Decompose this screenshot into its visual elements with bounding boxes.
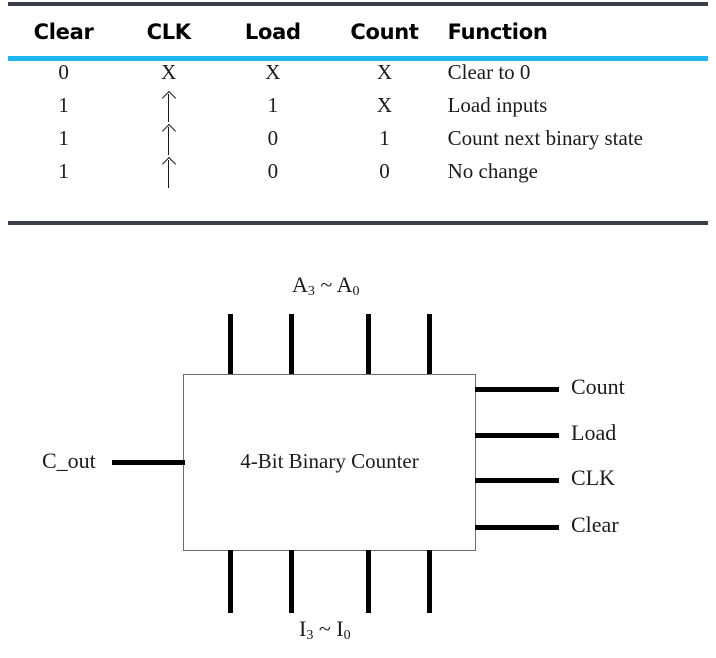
column-header-load: Load [244, 20, 301, 44]
top-pin-2 [289, 314, 294, 375]
right-label-clear: Clear [571, 512, 619, 537]
cell-function: Load inputs [447, 93, 548, 117]
right-label-count: Count [571, 374, 625, 399]
cell-function: No change [447, 159, 538, 183]
block-diagram: A3 ~ A0 4-Bit Binary Counter C_out Count… [0, 230, 716, 658]
cell-load: 1 [267, 93, 279, 117]
cell-clear: 0 [58, 60, 69, 84]
right-pin-clk [475, 478, 559, 483]
table-row: 0 X X X Clear to 0 [8, 56, 708, 89]
bottom-bus-sub-lo: 0 [343, 628, 351, 643]
bottom-bus-letter-hi: I [299, 616, 307, 641]
cell-clk: X [161, 60, 177, 84]
right-pin-count [475, 387, 559, 392]
top-pin-4 [427, 314, 432, 375]
column-header-count: Count [350, 20, 419, 44]
bottom-pin-4 [427, 550, 432, 613]
top-pin-1 [228, 314, 233, 375]
top-bus-letter-hi: A [292, 272, 308, 297]
table-top-rule [8, 2, 708, 6]
tilde-bottom: ~ [318, 616, 331, 641]
cell-load: X [265, 60, 281, 84]
right-label-load: Load [571, 420, 617, 445]
bottom-bus-letter-lo: I [336, 616, 344, 641]
cell-load: 0 [267, 159, 279, 183]
c-out-label: C_out [42, 448, 96, 473]
cell-function: Count next binary state [447, 126, 643, 150]
rising-edge-arrow-icon [163, 91, 175, 122]
right-pin-load [475, 433, 559, 438]
cell-clear: 1 [58, 126, 69, 150]
cell-load: 0 [267, 126, 279, 150]
cell-clear: 1 [58, 159, 69, 183]
cell-clk-rising-edge [119, 122, 218, 155]
chip-label: 4-Bit Binary Counter [240, 449, 419, 473]
bottom-bus-sub-hi: 3 [306, 628, 314, 643]
cell-clear: 1 [58, 93, 69, 117]
cell-count: X [376, 60, 393, 84]
truth-table: Clear CLK Load Count Function 0 X X X Cl… [0, 0, 716, 230]
table-bottom-rule [8, 221, 708, 225]
top-bus-letter-lo: A [336, 272, 353, 297]
column-header-clear: Clear [33, 20, 94, 44]
cell-count: 0 [379, 159, 390, 183]
top-bus-sub-hi: 3 [307, 284, 315, 299]
table-row: 1 1 X Load inputs [8, 89, 708, 122]
bottom-pin-2 [289, 550, 294, 613]
c-out-wire [112, 460, 185, 465]
column-header-function: Function [447, 20, 548, 44]
top-bus-sub-lo: 0 [352, 284, 360, 299]
rising-edge-arrow-icon [163, 124, 175, 155]
table-row: 1 0 0 No change [8, 155, 708, 188]
cell-count: 1 [379, 126, 390, 150]
top-pin-3 [366, 314, 371, 375]
bottom-pin-3 [366, 550, 371, 613]
right-label-clk: CLK [571, 465, 615, 490]
table-row: 1 0 1 Count next binary state [8, 122, 708, 155]
column-header-clk: CLK [146, 20, 191, 44]
table-header-row: Clear CLK Load Count Function [8, 8, 708, 56]
rising-edge-arrow-icon [163, 157, 175, 188]
bottom-bus-label: I3 ~ I0 [299, 616, 351, 644]
cell-function: Clear to 0 [447, 60, 531, 84]
cell-count: X [376, 93, 393, 117]
function-table: Clear CLK Load Count Function 0 X X X Cl… [8, 8, 708, 188]
tilde-top: ~ [320, 272, 333, 297]
counter-chip-box [183, 374, 476, 551]
top-bus-label: A3 ~ A0 [292, 272, 359, 300]
bottom-pin-1 [228, 550, 233, 613]
cell-clk-rising-edge [119, 89, 218, 122]
table-accent-rule [8, 56, 708, 61]
right-pin-clear [475, 525, 559, 530]
cell-clk-rising-edge [119, 155, 218, 188]
